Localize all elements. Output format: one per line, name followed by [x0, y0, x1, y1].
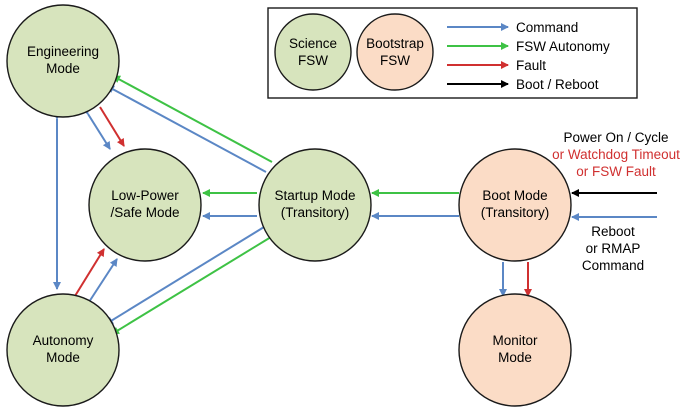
legend-science-swatch: [274, 13, 352, 91]
node-boot-label-line1: Boot Mode: [482, 188, 547, 203]
legend: Science FSW Bootstrap FSW Command FSW Au…: [267, 7, 638, 99]
arrow-engineering-lowpower-command: [80, 105, 111, 150]
node-autonomy-mode: Autonomy Mode: [6, 293, 120, 407]
node-boot-circle: [458, 148, 572, 262]
power-on-label-group: Power On / Cycle or Watchdog Timeout or …: [552, 130, 680, 179]
node-engineering-label-line1: Engineering: [27, 44, 99, 59]
reboot-label: Reboot: [591, 224, 635, 239]
node-startup-circle: [258, 148, 372, 262]
or-rmap-label: or RMAP: [586, 241, 641, 256]
power-on-label: Power On / Cycle: [563, 130, 668, 145]
legend-science-label-line1: Science: [289, 36, 337, 51]
node-monitor-circle: [458, 293, 572, 407]
legend-autonomy-label: FSW Autonomy: [516, 39, 610, 54]
node-lowpower-label-line1: Low-Power: [111, 188, 179, 203]
node-startup-mode: Startup Mode (Transitory): [258, 148, 372, 262]
node-autonomy-label-line1: Autonomy: [33, 333, 94, 348]
legend-fault-label: Fault: [516, 58, 546, 73]
node-boot-mode: Boot Mode (Transitory): [458, 148, 572, 262]
node-engineering-label-line2: Mode: [46, 61, 80, 76]
node-boot-label-line2: (Transitory): [481, 205, 550, 220]
arrow-startup-to-engineering-command: [106, 85, 267, 173]
reboot-label-group: Reboot or RMAP Command: [582, 224, 644, 273]
node-lowpower-circle: [88, 148, 202, 262]
legend-science-label-line2: FSW: [298, 53, 328, 68]
arrow-startup-to-autonomy-autonomy: [111, 236, 272, 335]
legend-bootstrap-swatch: [356, 13, 434, 91]
legend-boot-label: Boot / Reboot: [516, 77, 599, 92]
watchdog-label: or Watchdog Timeout: [552, 147, 680, 162]
arrow-autonomy-lowpower-command: [81, 258, 118, 311]
node-engineering-circle: [6, 4, 120, 118]
node-monitor-mode: Monitor Mode: [458, 293, 572, 407]
node-autonomy-circle: [6, 293, 120, 407]
node-startup-label-line1: Startup Mode: [274, 188, 355, 203]
node-monitor-label-line2: Mode: [498, 350, 532, 365]
node-startup-label-line2: (Transitory): [281, 205, 350, 220]
legend-bootstrap-label-line1: Bootstrap: [366, 36, 424, 51]
arrow-autonomy-to-lowpower-fault: [74, 248, 105, 297]
node-autonomy-label-line2: Mode: [46, 350, 80, 365]
node-monitor-label-line1: Monitor: [492, 333, 538, 348]
node-lowpower-label-line2: /Safe Mode: [110, 205, 179, 220]
arrow-startup-to-autonomy-command: [105, 226, 265, 325]
legend-bootstrap-label-line2: FSW: [380, 53, 410, 68]
node-engineering-mode: Engineering Mode: [6, 4, 120, 118]
arrow-engineering-to-lowpower-fault: [99, 106, 125, 147]
rmap-command-label: Command: [582, 258, 644, 273]
arrow-startup-to-engineering-autonomy: [112, 75, 273, 163]
legend-command-label: Command: [516, 20, 578, 35]
node-lowpower-mode: Low-Power /Safe Mode: [88, 148, 202, 262]
fsw-fault-label: or FSW Fault: [576, 164, 656, 179]
